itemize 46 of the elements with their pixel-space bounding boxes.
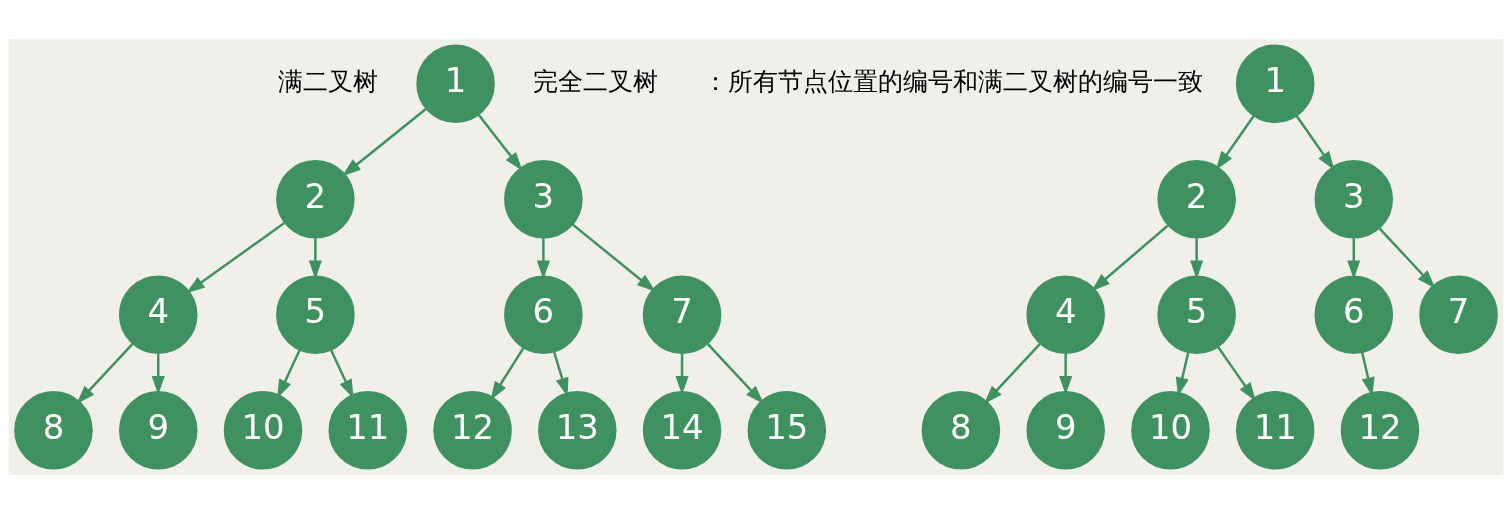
arrow [490,347,525,401]
node-circle: 1 [416,44,495,123]
node-circle: 8 [14,391,93,470]
node-circle: 14 [642,391,722,470]
arrow [1378,227,1436,289]
arrow [342,108,427,177]
node-circle: 13 [538,391,617,470]
node-circle: 11 [328,391,408,470]
arrow [675,353,689,395]
label: 满二叉树 [277,66,378,96]
arrow [1215,115,1255,171]
arrow [983,343,1041,405]
label: 完全二叉树 [533,66,659,96]
node-circle: 1 [1235,44,1315,123]
node-circle: 7 [1419,275,1498,355]
arrow [151,353,165,395]
node-circle: 8 [921,391,1001,470]
node-circle: 15 [747,391,827,470]
node-circle: 9 [118,391,198,470]
node-circle: 10 [1131,391,1210,470]
node-circle: 9 [1026,391,1105,470]
arrow [707,343,764,405]
node-circle: 3 [504,159,583,239]
arrow [1217,346,1256,402]
arrow [186,221,286,294]
node-circle: 10 [223,391,303,470]
arrow [76,343,134,405]
node-circle: 4 [1026,275,1105,355]
node-circle: 6 [1314,275,1394,355]
arrow [477,114,523,171]
node-circle: 4 [118,275,198,355]
label: ：所有节点位置的编号和满二叉树的编号一致 [703,66,1204,96]
node-circle: 12 [1340,391,1420,470]
arrow [1091,224,1169,292]
arrow [572,223,656,292]
node-circle: 3 [1314,159,1394,239]
node-circle: 11 [1235,391,1315,470]
arrow [1295,115,1335,171]
node-circle: 2 [276,159,355,239]
node-circle: 12 [433,391,512,470]
node-circle: 6 [504,275,583,355]
node-circle: 5 [1157,275,1236,355]
node-circle: 2 [1157,159,1236,239]
node-circle: 7 [642,275,722,355]
node-circle: 5 [276,275,355,355]
arrow [1059,353,1073,395]
